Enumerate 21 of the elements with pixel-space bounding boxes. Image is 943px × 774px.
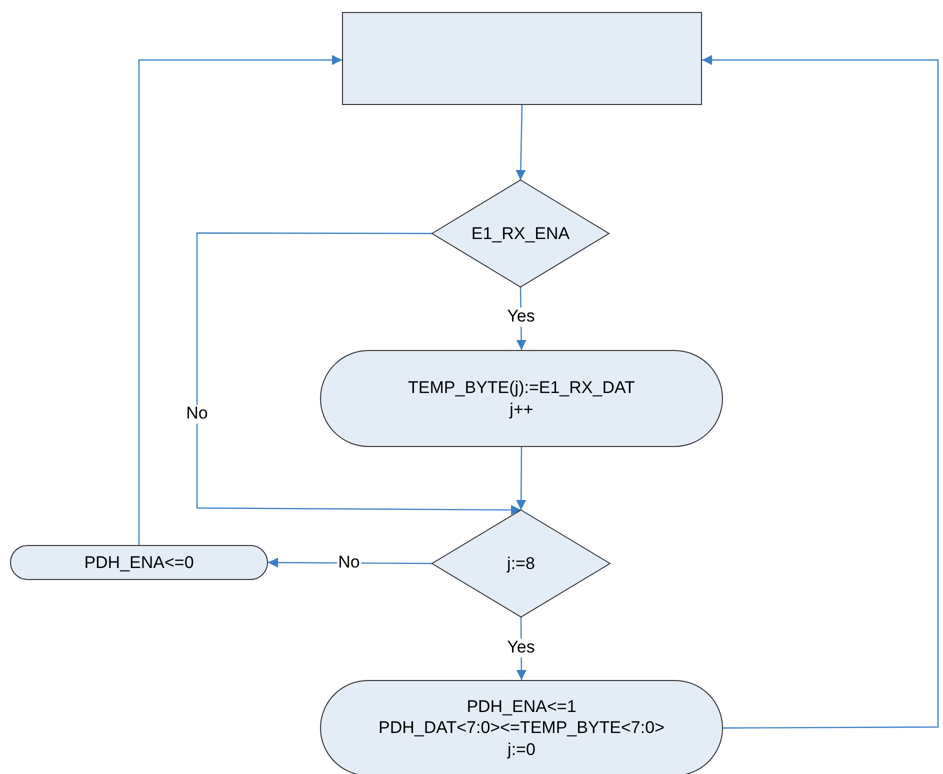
node-text: j:=8 bbox=[507, 552, 535, 574]
node-text: E1_RX_ENA bbox=[471, 222, 570, 244]
decision-diamond bbox=[432, 510, 610, 617]
decision-diamond bbox=[432, 180, 609, 287]
node-text: j:=0 bbox=[508, 738, 536, 760]
arrow bbox=[196, 232, 521, 515]
arrow bbox=[702, 55, 939, 729]
arrow bbox=[268, 558, 432, 568]
node-text: PDH_ENA<=1 bbox=[466, 696, 576, 718]
terminal-box bbox=[10, 545, 268, 580]
node-text: j++ bbox=[510, 398, 534, 420]
process-box bbox=[342, 12, 702, 105]
arrow bbox=[516, 104, 526, 180]
node-text: PDH_DAT<7:0><=TEMP_BYTE<7:0> bbox=[378, 717, 664, 739]
node-text: PDH_ENA<=0 bbox=[84, 552, 194, 574]
edge-label: No bbox=[185, 404, 209, 424]
edge-label: Yes bbox=[506, 638, 536, 658]
node-text: TEMP_BYTE(j):=E1_RX_DAT bbox=[408, 377, 635, 398]
arrow bbox=[516, 447, 526, 510]
arrow bbox=[138, 55, 342, 545]
edge-label: Yes bbox=[506, 308, 536, 326]
